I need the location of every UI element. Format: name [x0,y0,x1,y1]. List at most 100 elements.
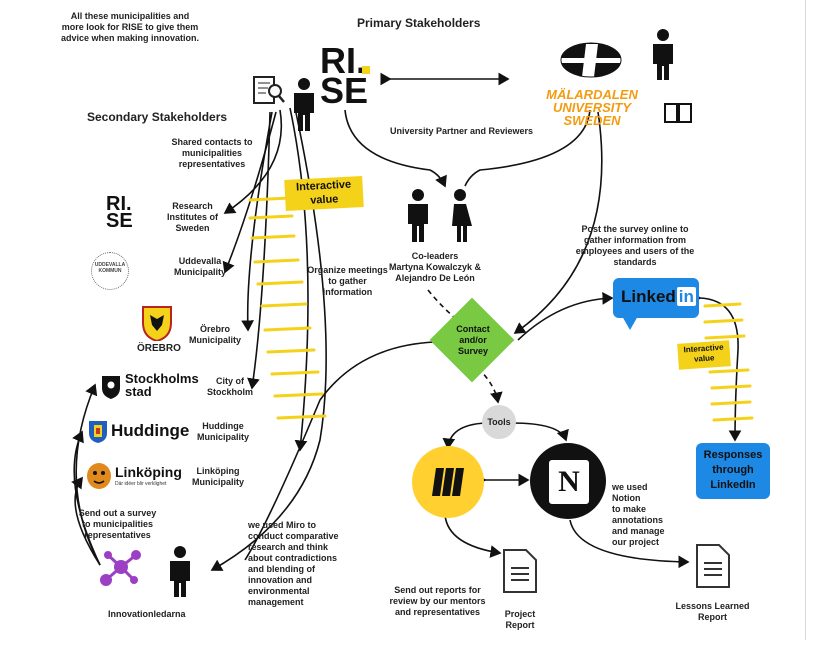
book-icon [663,100,693,129]
woman-icon [446,188,474,249]
stockholm-logo-line2: stad [125,384,152,399]
label-line: Lessons Learned [675,601,750,611]
label-line: review by our mentors [389,596,486,606]
stockholm-logo-line1: Stockholms [125,371,199,386]
rise-logo: RI. SE [320,43,368,109]
label-line: employees and users of the [575,246,695,256]
send-survey-label: Send out a survey to municipalities repr… [70,508,165,541]
person-icon [650,28,676,87]
label-line: Uddevalla [178,256,222,266]
stakeholder-huddinge-label: Huddinge Municipality [193,421,253,443]
label-line: Notion [612,493,641,503]
label-line: standards [613,257,657,267]
document-icon [695,543,731,594]
label-line: Linköping [196,466,240,476]
person-icon [404,188,432,249]
person-icon [291,77,317,138]
label-line: representatives [84,530,151,540]
stakeholder-rise-label: Research Institutes of Sweden [160,201,225,234]
search-document-icon [252,75,286,107]
label-line: Huddinge [202,421,244,431]
label-line: Survey [457,346,489,356]
label-line: and/or [459,335,487,345]
label-line: representatives [178,159,246,169]
stockholm-logo: Stockholms stad [100,372,199,402]
label-line: information [322,287,373,297]
organize-meetings-label: Organize meetings to gather information [300,265,395,298]
interactive-value-badge: Interactive value [284,175,364,212]
label-line: Send out a survey [78,508,157,518]
stakeholder-orebro-label: Örebro Municipality [185,324,245,346]
label-line: Örebro [199,324,230,334]
label-line: gather information from [583,235,686,245]
label-line: management [248,597,304,607]
uddevalla-seal-text: UDDEVALLA KOMMUN [94,262,126,274]
linkedin-text: Linked [621,287,676,306]
mdu-line1: MÄLARDALEN UNIVERSITY [546,87,638,115]
stakeholder-uddevalla-label: Uddevalla Municipality [160,256,240,278]
label-line: LinkedIn [710,479,756,491]
mdu-logo-text: MÄLARDALEN UNIVERSITY SWEDEN [512,88,672,127]
tools-node: Tools [482,405,516,439]
label-line: Contact [456,324,490,334]
huddinge-logo: Huddinge [88,419,189,445]
label-line: we used [612,482,648,492]
stakeholder-stockholm-label: City of Stockholm [200,376,260,398]
molecule-icon [96,545,146,596]
innovationledarna-label: Innovationledarna [108,609,186,619]
train-logo-icon [556,40,626,85]
rise-small-line2: SE [106,210,133,232]
miro-description: we used Miro to conduct comparative rese… [248,520,358,608]
label-line: we used Miro to [248,520,317,530]
label-line: innovation and [248,575,312,585]
label-line: Municipality [188,335,241,345]
intro-line: All these municipalities and [70,11,190,21]
label-line: Institutes of [167,212,218,222]
notion-logo-icon: N [530,443,606,519]
contact-survey-label: Contact and/or Survey [447,324,499,357]
label-line: and blending of [248,564,315,574]
label-line: City of [216,376,244,386]
label-line: Project [504,609,536,619]
label-line: to municipalities [81,519,153,529]
lessons-learned-label: Lessons Learned Report [665,601,760,623]
partner-label: University Partner and Reviewers [390,126,534,136]
label-line: Shared contacts to [171,137,253,147]
person-icon [167,545,193,604]
intro-line: more look for RISE to give them [61,22,199,32]
label-line: Report [698,612,727,622]
label-line: Municipality [173,267,226,277]
linkedin-in-text: in [676,287,696,306]
rise-logo-yellow-square [362,66,370,74]
label-line: Post the survey online to [581,224,689,234]
responses-box: Responses through LinkedIn [696,443,770,499]
rise-logo-line1: RI. [320,40,367,81]
label-line: Co-leaders [411,251,459,261]
label-line: research and think [248,542,329,552]
label-line: Alejandro De León [395,273,475,283]
label-line: Stockholm [206,387,253,397]
rise-small-logo: RI. SE [106,194,133,232]
label-line: municipalities [181,148,243,158]
send-reports-label: Send out reports for review by our mento… [380,585,495,618]
interactive-value-badge-right: Interactive value [677,340,731,370]
intro-line: advice when making innovation. [60,33,200,43]
label-line: conduct comparative [248,531,339,541]
document-icon [502,548,538,599]
label-line: Martyna Kowalczyk & [388,262,482,272]
linkoping-logo: Linköping Där idéer blir verklighet [86,462,186,494]
label-line: Municipality [196,432,249,442]
secondary-stakeholders-heading: Secondary Stakeholders [87,110,228,124]
label-line: our project [612,537,660,547]
primary-stakeholders-heading: Primary Stakeholders [357,16,481,30]
orebro-logo-text: ÖREBRO [137,343,181,354]
project-report-label: Project Report [495,609,545,631]
uddevalla-seal-icon: UDDEVALLA KOMMUN [91,252,129,290]
notion-description: we used Notion to make annotations and m… [612,482,682,548]
linkedin-tail [622,316,638,330]
linkoping-tagline: Där idéer blir verklighet [115,481,167,487]
label-line: Sweden [175,223,210,233]
label-line: annotations [612,515,663,525]
